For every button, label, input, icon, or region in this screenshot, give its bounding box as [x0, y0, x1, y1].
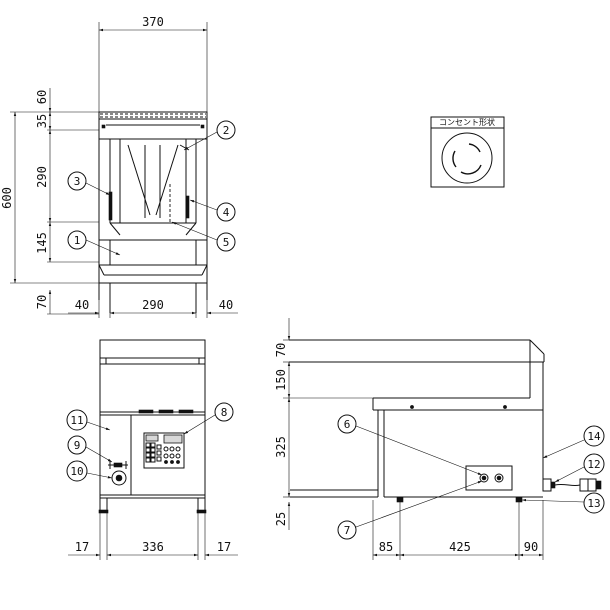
dim-leg: 70 [35, 295, 49, 309]
callout-14: 14 [542, 425, 605, 459]
dim-lower-width: 336 [142, 540, 164, 554]
dim-lower: 145 [35, 232, 49, 254]
callout-3: 3 [67, 171, 111, 196]
callout-5: 5 [171, 221, 236, 252]
dim-side-leg: 25 [274, 512, 288, 526]
outlet-label: コンセント形状 [439, 117, 495, 127]
perforation-pattern [100, 113, 206, 118]
front-view: 3 70 [0, 15, 238, 318]
svg-text:12: 12 [587, 458, 600, 471]
callout-11: 11 [66, 409, 111, 431]
svg-text:10: 10 [70, 465, 83, 478]
callout-10: 10 [66, 460, 113, 482]
svg-text:2: 2 [223, 124, 230, 137]
svg-text:14: 14 [587, 430, 601, 443]
callout-13: 13 [521, 492, 605, 514]
dim-side-body: 325 [274, 436, 288, 458]
svg-text:1: 1 [74, 234, 81, 247]
callout-8: 8 [183, 402, 234, 435]
callout-7: 7 [337, 480, 483, 540]
dim-side-back: 90 [524, 540, 538, 554]
svg-text:11: 11 [70, 414, 83, 427]
side-view: 70 150 325 25 85 425 90 6 7 12 [274, 318, 605, 560]
power-cord [542, 478, 602, 492]
callout-6: 6 [337, 414, 483, 476]
callout-4: 4 [189, 199, 236, 222]
dim-inner: 290 [142, 298, 164, 312]
dim-side-right: 40 [219, 298, 233, 312]
svg-text:5: 5 [223, 236, 230, 249]
svg-text:3: 3 [74, 175, 81, 188]
svg-text:7: 7 [344, 524, 351, 537]
callout-9: 9 [67, 435, 113, 463]
dim-side-depth: 425 [449, 540, 471, 554]
dim-side-deck: 150 [274, 369, 288, 391]
callout-12: 12 [554, 453, 605, 483]
dim-side-front: 85 [379, 540, 393, 554]
svg-text:6: 6 [344, 418, 351, 431]
callout-2: 2 [183, 120, 236, 151]
svg-text:4: 4 [223, 206, 230, 219]
dim-side-top: 70 [274, 343, 288, 357]
dim-rim: 35 [35, 114, 49, 128]
dim-width-overall: 370 [142, 15, 164, 29]
dim-lower-right: 17 [217, 540, 231, 554]
dim-top: 60 [35, 90, 49, 104]
dim-height-overall: 600 [0, 187, 14, 209]
outlet-icon [452, 143, 482, 175]
svg-text:13: 13 [587, 497, 600, 510]
svg-text:9: 9 [74, 439, 81, 452]
dim-side-left: 40 [75, 298, 89, 312]
lower-front-view: 17 336 17 8 9 10 11 [66, 339, 238, 560]
callout-1: 1 [67, 230, 121, 256]
outlet-shape-box: コンセント形状 [430, 116, 505, 188]
dim-lower-left: 17 [75, 540, 89, 554]
dim-tank: 290 [35, 166, 49, 188]
svg-text:8: 8 [221, 406, 228, 419]
control-panel [143, 432, 185, 469]
